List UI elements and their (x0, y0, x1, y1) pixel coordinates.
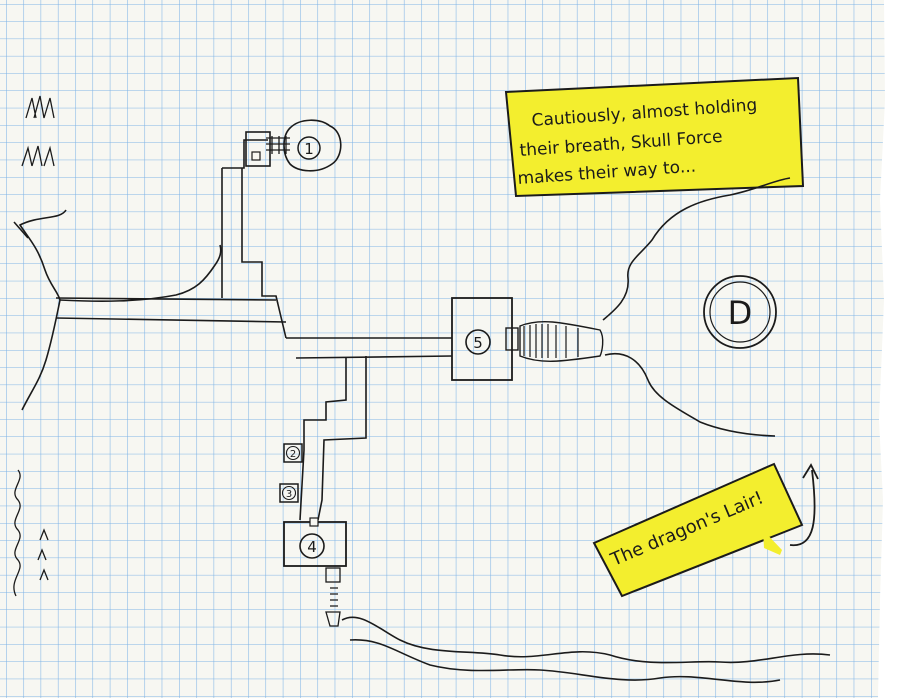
torn-edge (878, 0, 900, 698)
corridor-marks (275, 295, 279, 305)
room-2: 2 (283, 443, 303, 463)
callout-top: Cautiously, almost holding their breath,… (504, 76, 805, 198)
tree-doodles (13, 95, 55, 597)
room-1-cave (283, 119, 342, 172)
stairs-icon (266, 136, 290, 154)
dragon-marker: D (703, 275, 777, 349)
arrow-up-icon (802, 463, 819, 480)
room-1-label: 1 (304, 140, 314, 158)
corridors (55, 139, 453, 521)
room-5: 5 (451, 297, 604, 381)
cave-walls (13, 177, 831, 684)
room-5-label: 5 (473, 334, 483, 352)
room-2-label: 2 (290, 449, 296, 460)
door-icon (309, 517, 319, 527)
room-1: 1 (245, 119, 342, 172)
room-4-label: 4 (307, 538, 317, 556)
door-icon (505, 327, 519, 351)
stairs-icon (330, 587, 338, 607)
room-3-label: 3 (286, 489, 292, 500)
tree-icon (37, 528, 49, 581)
room-4: 4 (283, 517, 347, 627)
stairs-icon (523, 324, 579, 358)
tree-icon (21, 145, 55, 167)
dragon-label: D (728, 294, 753, 332)
room-3: 3 (279, 483, 299, 503)
door-icon (325, 567, 341, 583)
hills-doodle (13, 469, 21, 597)
tree-icon (25, 95, 55, 119)
door-icon (251, 151, 261, 161)
